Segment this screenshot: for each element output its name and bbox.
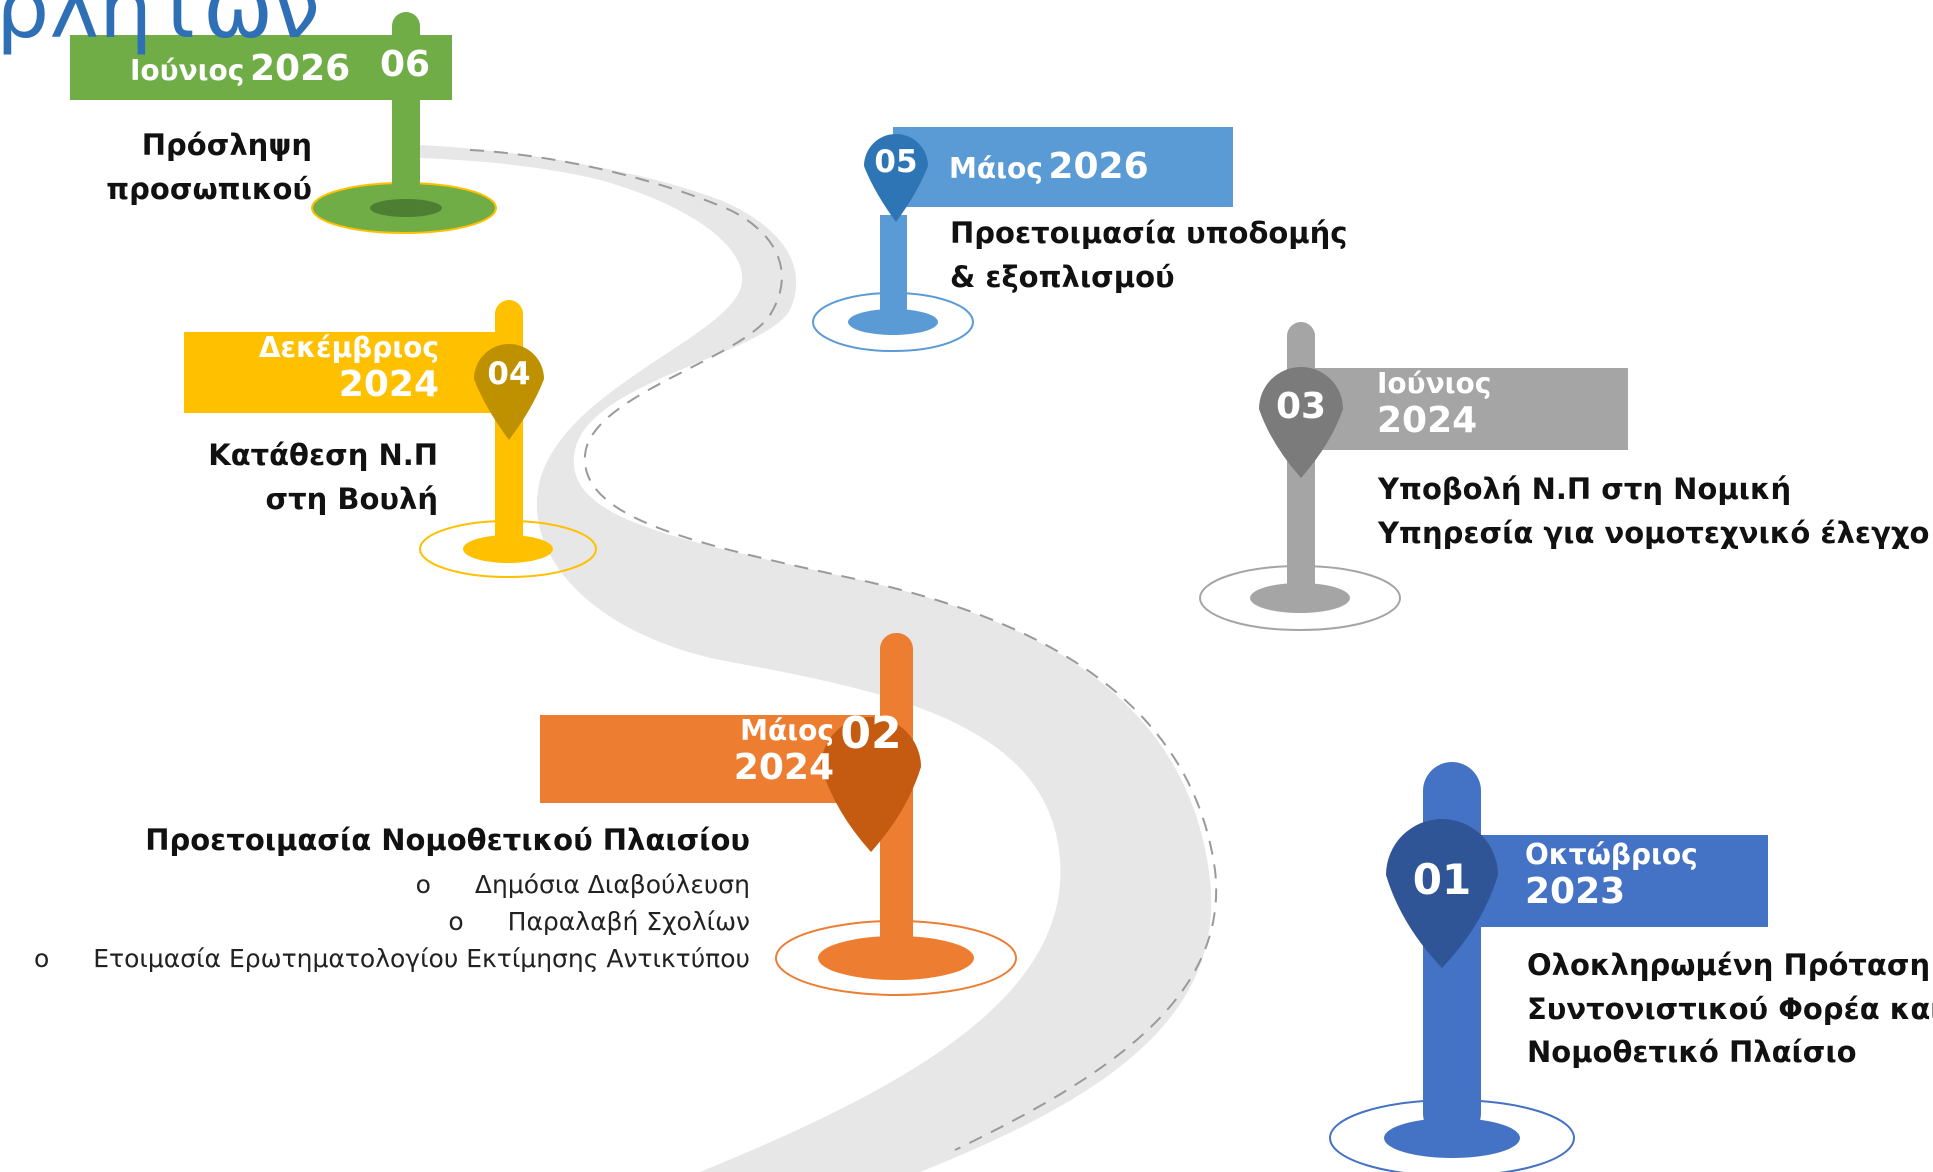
milestone-05-marker — [812, 127, 1233, 352]
road — [420, 145, 1212, 1172]
milestone-02-banner: Μάιος 2024 — [540, 714, 875, 803]
milestone-05-date: Μάιος 2026 — [949, 146, 1149, 187]
milestone-04-description: Κατάθεση Ν.Π στη Βουλή — [208, 438, 438, 516]
milestone-04-number: 04 — [487, 356, 531, 392]
list-item: Δημόσια Διαβούλευση — [34, 866, 750, 903]
milestone-04-marker — [184, 300, 597, 578]
milestone-02-number: 02 — [840, 708, 902, 759]
road-centerline — [469, 149, 1218, 1151]
milestone-01-banner: Οκτώβριος 2023 — [1452, 835, 1768, 927]
milestone-03-description: Υποβολή Ν.Π στη Νομική Υπηρεσία για νομο… — [1378, 472, 1930, 550]
milestone-01-date: Οκτώβριος 2023 — [1525, 838, 1698, 913]
milestone-01-marker — [1329, 762, 1768, 1172]
milestone-05-description: Προετοιμασία υποδομής & εξοπλισμού — [950, 216, 1348, 294]
milestone-04-date: Δεκέμβριος 2024 — [258, 331, 439, 406]
list-item: Ετοιμασία Ερωτηματολογίου Εκτίμησης Αντι… — [34, 940, 750, 977]
milestone-03-marker — [1199, 322, 1628, 631]
milestone-06-date: Ιούνιος 2026 — [130, 48, 351, 89]
milestone-06-description: Πρόσληψη προσωπικού — [106, 128, 312, 206]
milestone-03-number: 03 — [1275, 386, 1327, 427]
milestone-03-banner: Ιούνιος 2024 — [1300, 367, 1628, 450]
list-item: Παραλαβή Σχολίων — [34, 903, 750, 940]
milestone-06-marker — [70, 12, 497, 234]
milestone-01-number: 01 — [1412, 855, 1472, 904]
milestone-03-date: Ιούνιος 2024 — [1377, 367, 1492, 442]
milestone-02-description: Προετοιμασία Νομοθετικού Πλαισίου — [145, 823, 750, 857]
milestone-06-banner: Ιούνιος 2026 — [70, 35, 452, 100]
milestone-02-date: Μάιος 2024 — [733, 714, 834, 789]
milestone-05-number: 05 — [874, 144, 918, 180]
milestone-01-description: Ολοκληρωμένη Πρόταση Συντονιστικού Φορέα… — [1527, 948, 1933, 1069]
milestone-02-bullet-list: Δημόσια Διαβούλευση Παραλαβή Σχολίων Ετο… — [34, 866, 750, 977]
milestone-02-marker — [540, 633, 1017, 996]
milestone-05-banner: Μάιος 2026 — [893, 127, 1233, 207]
milestone-04-banner: Δεκέμβριος 2024 — [184, 331, 514, 413]
milestone-06-number: 06 — [379, 44, 431, 85]
page-title-fragment: ρλητων — [0, 0, 321, 57]
